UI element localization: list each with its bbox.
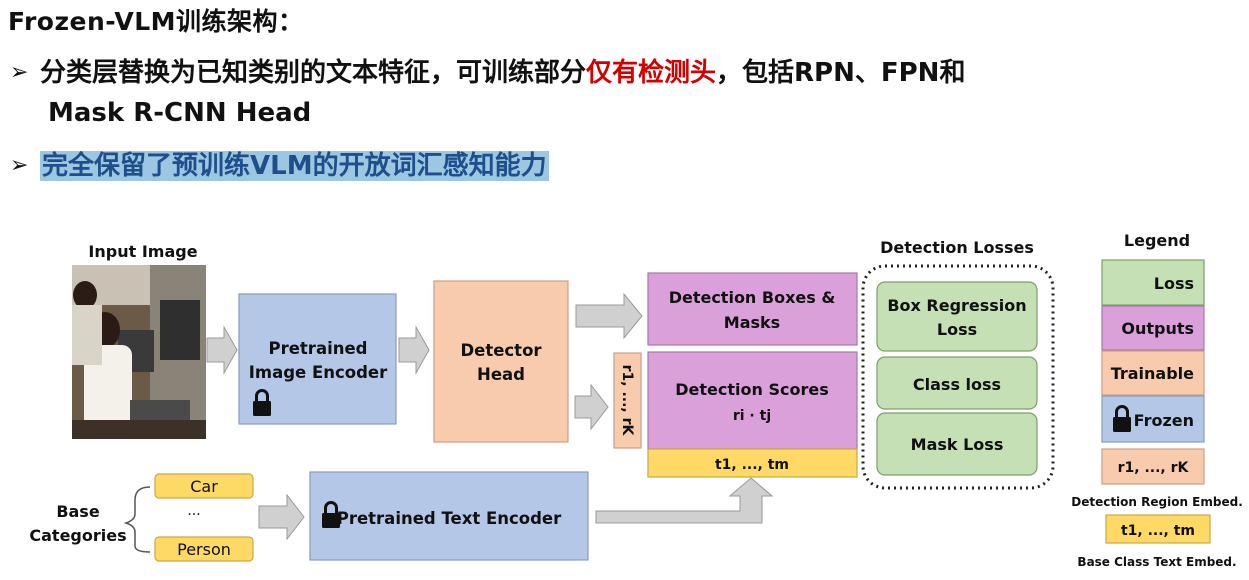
- legend-loss-label: Loss: [1154, 274, 1194, 293]
- boxes-masks-label-line2: Masks: [724, 313, 780, 332]
- bullet1-emphasis: 仅有检测头: [586, 58, 717, 88]
- detector-head-label-line1: Detector: [460, 341, 542, 360]
- detection-scores-label: Detection Scores: [675, 380, 828, 399]
- image-encoder-label-line2: Image Encoder: [249, 363, 388, 382]
- page-title: Frozen-VLM训练架构：: [8, 7, 304, 36]
- legend-region-embed-label: r1, ..., rK: [1118, 460, 1190, 476]
- bullet1-text-post: ，包括RPN、FPN和: [716, 58, 966, 88]
- text-encoder-label: Pretrained Text Encoder: [337, 509, 562, 528]
- legend-text-embed-caption: Base Class Text Embed.: [1077, 555, 1236, 569]
- bullet1-line2: Mask R-CNN Head: [48, 98, 312, 128]
- detection-scores-box: [647, 351, 858, 450]
- legend-text-embed-swatch: [1105, 514, 1211, 544]
- legend-loss-swatch: [1101, 259, 1205, 306]
- base-categories-label-line1: Base: [56, 502, 100, 521]
- text-embed-bar: [647, 448, 858, 478]
- legend-trainable-swatch: [1101, 350, 1205, 396]
- legend-trainable-label: Trainable: [1111, 364, 1194, 383]
- arrow-encoder-to-detector: [398, 325, 430, 375]
- category-car-label: Car: [190, 477, 218, 496]
- bullet1-text-pre: 分类层替换为已知类别的文本特征，可训练部分: [40, 58, 587, 88]
- image-encoder-label-line1: Pretrained: [269, 339, 368, 358]
- legend-region-embed-caption: Detection Region Embed.: [1071, 495, 1243, 509]
- category-ellipsis: ...: [187, 503, 200, 519]
- detection-scores-formula: ri · tj: [733, 408, 771, 424]
- legend-frozen-label: Frozen: [1134, 411, 1194, 430]
- loss-class-label: Class loss: [913, 375, 1001, 394]
- arrow-detector-to-region-embed: [574, 383, 609, 431]
- arrow-input-to-encoder: [206, 325, 238, 375]
- legend-region-embed-swatch: [1101, 448, 1205, 485]
- detection-boxes-masks-box: [647, 272, 858, 346]
- arrow-categories-to-text-encoder: [258, 493, 305, 541]
- input-image-photo: [72, 265, 206, 439]
- legend-text-embed-label: t1, ..., tm: [1121, 523, 1195, 539]
- arrow-detector-to-boxes: [575, 292, 643, 340]
- text-encoder-box: [309, 471, 589, 561]
- region-embed-vertical-box: [613, 352, 642, 449]
- categories-brace: [123, 486, 151, 553]
- loss-class: [876, 356, 1038, 410]
- bullet-open-vocab: ➢ 完全保留了预训练VLM的开放词汇感知能力: [10, 145, 549, 182]
- detection-losses-title: Detection Losses: [880, 238, 1034, 257]
- detection-losses-container: [861, 264, 1055, 490]
- input-image-label: Input Image: [88, 242, 197, 261]
- detector-head-box: [433, 280, 569, 443]
- detector-head-label-line2: Head: [477, 365, 525, 384]
- text-embed-bar-label: t1, ..., tm: [715, 457, 789, 473]
- legend-outputs-swatch: [1101, 305, 1205, 351]
- loss-mask-label: Mask Loss: [911, 435, 1004, 454]
- category-car-box: [154, 473, 254, 499]
- loss-box-regression-line1: Box Regression: [887, 296, 1026, 315]
- bullet-arrow-icon: ➢: [10, 60, 29, 85]
- arrow-text-encoder-to-embed: [595, 477, 774, 524]
- legend-outputs-label: Outputs: [1121, 319, 1194, 338]
- category-person-box: [154, 536, 254, 562]
- boxes-masks-label-line1: Detection Boxes &: [669, 288, 836, 307]
- category-person-label: Person: [177, 540, 231, 559]
- loss-box-regression-line2: Loss: [937, 320, 977, 339]
- bullet2-highlighted-text: 完全保留了预训练VLM的开放词汇感知能力: [40, 151, 549, 181]
- loss-mask: [876, 412, 1038, 476]
- bullet-trainable-parts: ➢ 分类层替换为已知类别的文本特征，可训练部分仅有检测头，包括RPN、FPN和: [10, 52, 965, 89]
- bullet-arrow-icon: ➢: [10, 153, 29, 178]
- region-embed-vertical-label: r1, ..., rK: [619, 365, 635, 437]
- loss-box-regression: [876, 281, 1038, 352]
- base-categories-label-line2: Categories: [29, 526, 126, 545]
- legend-title: Legend: [1124, 231, 1190, 250]
